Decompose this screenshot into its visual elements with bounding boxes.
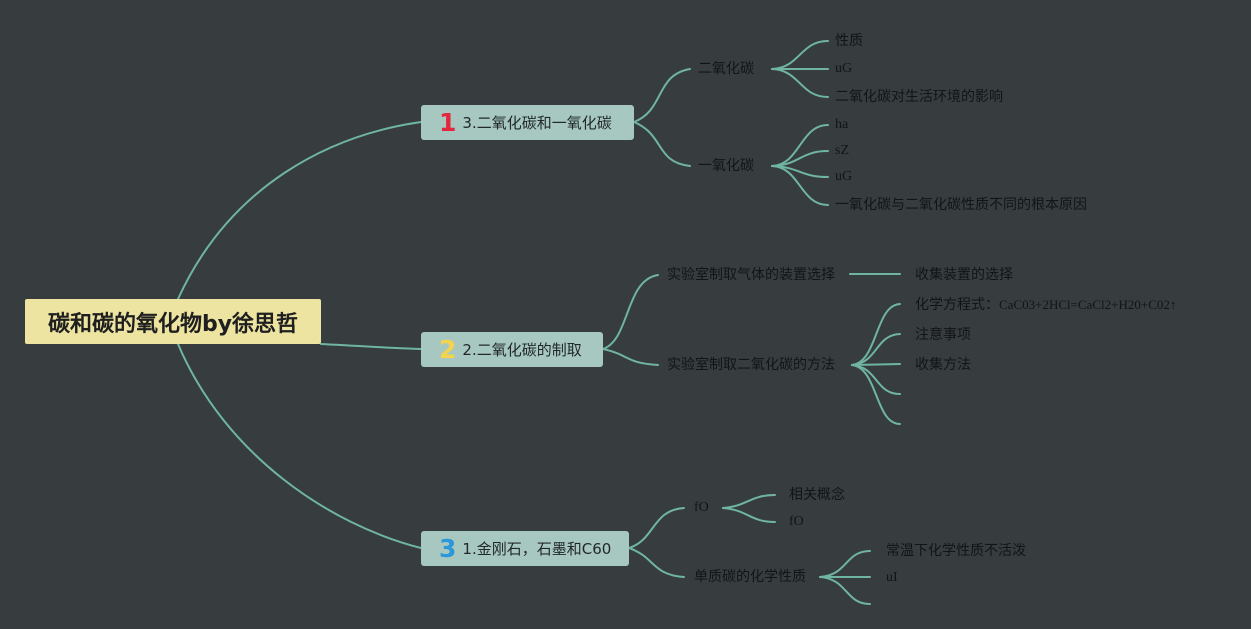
connector-root-branch-2 xyxy=(320,343,422,350)
subtopic-fo[interactable]: fO xyxy=(694,500,709,515)
connector-b3s1-leaf2 xyxy=(722,507,776,523)
connector-b1s2-leaf1 xyxy=(771,124,829,167)
leaf-equation-label: 化学方程式： xyxy=(915,297,999,313)
priority-2-icon: 2 xyxy=(439,335,457,364)
leaf-equation: CaC03+2HCl=CaCl2+H20+C02↑ xyxy=(999,297,1177,312)
connector-b1-sub1 xyxy=(633,68,691,123)
subtopic-carbon-properties[interactable]: 单质碳的化学性质 xyxy=(694,569,806,585)
branch-topic-1[interactable]: 1 3.二氧化碳和一氧化碳 xyxy=(421,105,634,140)
leaf-topic[interactable]: 收集方法 xyxy=(915,357,971,373)
subtopic-method[interactable]: 实验室制取二氧化碳的方法 xyxy=(667,357,835,373)
connector-b3s1-leaf1 xyxy=(722,494,776,509)
connector-b1s1-leaf1 xyxy=(771,40,829,70)
connector-b3s2-leaf3 xyxy=(819,576,871,605)
root-topic[interactable]: 碳和碳的氧化物by徐思哲 xyxy=(25,299,321,344)
leaf-topic[interactable]: 注意事项 xyxy=(915,327,971,343)
connector-root-branch-1 xyxy=(177,121,422,300)
connector-b2s2-leaf4 xyxy=(851,364,901,395)
connector-b2-sub1 xyxy=(602,274,659,350)
connector-b3-sub1 xyxy=(628,507,685,549)
branch-topic-2[interactable]: 2 2.二氧化碳的制取 xyxy=(421,332,603,367)
branch-label: 3.二氧化碳和一氧化碳 xyxy=(462,114,612,132)
connector-root-branch-3 xyxy=(177,343,422,549)
connector-b3-sub2 xyxy=(628,547,685,578)
connector-b2s2-leaf5 xyxy=(851,364,901,425)
subtopic-apparatus[interactable]: 实验室制取气体的装置选择 xyxy=(667,267,835,283)
connector-b3s2-leaf1 xyxy=(819,550,871,578)
leaf-topic[interactable]: 二氧化碳对生活环境的影响 xyxy=(835,89,1003,105)
connector-b1-sub2 xyxy=(633,121,691,167)
leaf-topic[interactable]: sZ xyxy=(835,143,849,158)
leaf-topic[interactable]: uG xyxy=(835,169,853,184)
subtopic-co[interactable]: 一氧化碳 xyxy=(698,158,754,174)
connector-b1s1-leaf3 xyxy=(771,68,829,98)
branch-label: 2.二氧化碳的制取 xyxy=(462,341,582,359)
leaf-topic[interactable]: 常温下化学性质不活泼 xyxy=(886,543,1026,559)
connector-b1s2-leaf4 xyxy=(771,165,829,206)
leaf-topic[interactable]: 性质 xyxy=(835,33,863,49)
subtopic-co2[interactable]: 二氧化碳 xyxy=(698,61,754,77)
priority-1-icon: 1 xyxy=(439,108,457,137)
root-title: 碳和碳的氧化物by徐思哲 xyxy=(47,311,299,337)
branch-topic-3[interactable]: 3 1.金刚石，石墨和C60 xyxy=(421,531,629,566)
leaf-topic[interactable]: 一氧化碳与二氧化碳性质不同的根本原因 xyxy=(835,197,1087,213)
leaf-topic[interactable]: fO xyxy=(789,514,804,529)
priority-3-icon: 3 xyxy=(439,534,457,563)
connector-b2s2-leaf3 xyxy=(851,363,901,366)
connector-b2s2-leaf1 xyxy=(851,303,901,366)
leaf-topic[interactable]: 收集装置的选择 xyxy=(915,267,1013,283)
branch-label: 1.金刚石，石墨和C60 xyxy=(462,540,612,558)
leaf-topic[interactable]: uI xyxy=(886,570,898,585)
leaf-topic[interactable]: 相关概念 xyxy=(789,487,845,503)
connector-b1s2-leaf2 xyxy=(771,150,829,167)
leaf-topic[interactable]: ha xyxy=(835,117,849,132)
connector-b2-sub2 xyxy=(602,348,659,366)
connector-b2s2-leaf2 xyxy=(851,333,901,366)
leaf-topic[interactable]: 化学方程式：CaC03+2HCl=CaCl2+H20+C02↑ xyxy=(915,296,1176,314)
leaf-topic[interactable]: uG xyxy=(835,61,853,76)
